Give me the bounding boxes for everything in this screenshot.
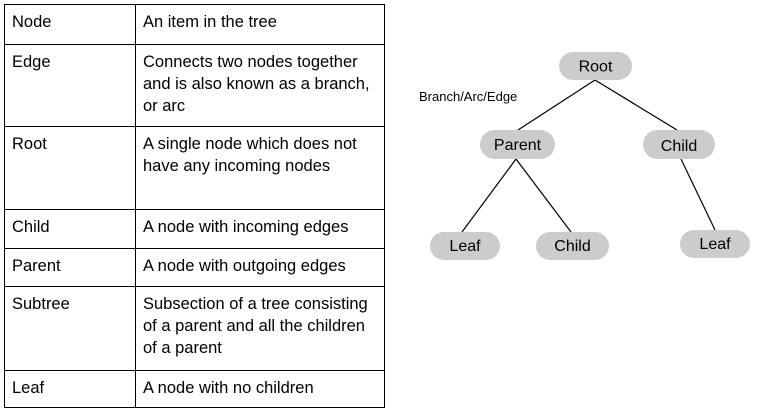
tree-diagram: Branch/Arc/Edge Root Parent Child Leaf C… [419,52,750,260]
node-label: Child [554,238,590,255]
definition-cell: A node with outgoing edges [135,248,385,287]
edge-label: Branch/Arc/Edge [419,89,517,104]
definition-cell: A node with no children [135,370,385,408]
definition-cell: A single node which does not have any in… [135,126,385,210]
node-label: Parent [494,137,542,154]
term-cell: Child [4,209,136,249]
tree-node-root: Root [559,52,632,80]
definition-cell: Subsection of a tree consisting of a par… [135,286,385,371]
term-cell: Leaf [4,370,136,408]
term-cell: Parent [4,248,136,287]
edge-parent-child [515,158,572,233]
node-label: Leaf [449,238,481,255]
definition-cell: An item in the tree [135,4,385,45]
edge-child-leaf [680,158,716,231]
term-cell: Root [4,126,136,210]
glossary-table: Node An item in the tree Edge Connects t… [4,4,385,408]
tree-node-child-right: Child [643,130,715,159]
table-row: Parent A node with outgoing edges [4,248,385,287]
term-cell: Subtree [4,286,136,371]
table-row: Edge Connects two nodes together and is … [4,44,385,127]
table-row: Child A node with incoming edges [4,209,385,249]
edge-parent-leaf [461,158,517,233]
table-row: Root A single node which does not have a… [4,126,385,210]
tree-node-leaf-left: Leaf [430,232,500,260]
table-row: Node An item in the tree [4,4,385,45]
node-label: Child [661,138,697,155]
edge-root-parent [517,79,596,131]
table-row: Subtree Subsection of a tree consisting … [4,286,385,371]
definition-cell: Connects two nodes together and is also … [135,44,385,127]
definition-cell: A node with incoming edges [135,209,385,249]
term-cell: Node [4,4,136,45]
tree-node-child-bottom: Child [536,232,609,260]
table-row: Leaf A node with no children [4,370,385,408]
tree-edges [461,79,716,233]
term-cell: Edge [4,44,136,127]
edge-root-child [594,79,678,131]
node-label: Root [579,59,613,76]
node-label: Leaf [699,236,731,253]
tree-node-leaf-right: Leaf [680,230,750,258]
tree-node-parent: Parent [480,130,555,159]
